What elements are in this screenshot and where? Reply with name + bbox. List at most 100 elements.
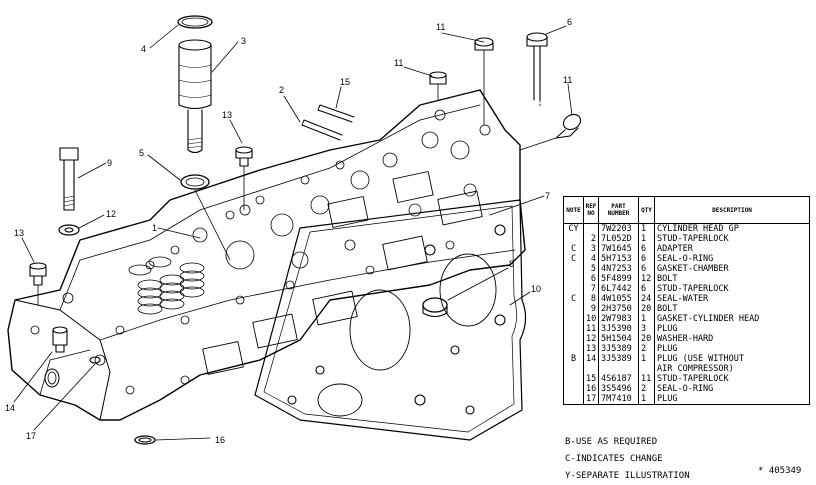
header-part-number: PART NUMBER	[598, 196, 639, 224]
callout-13b: 13	[14, 228, 24, 238]
cell-qty: 20	[638, 334, 655, 344]
cell-desc: BOLT	[654, 274, 810, 284]
cell-qty: 6	[638, 284, 655, 294]
cell-ref: 9	[583, 304, 599, 314]
cell-part: 4S6187	[598, 374, 639, 384]
callout-14: 14	[5, 403, 15, 413]
cell-qty: 2	[638, 344, 655, 354]
callout-9: 9	[107, 158, 112, 168]
cell-part: 3J5389	[598, 344, 639, 354]
cell-desc: GASKET-CHAMBER	[654, 264, 810, 274]
cell-qty: 1	[638, 354, 655, 364]
cell-qty: 20	[638, 304, 655, 314]
cell-ref: 8	[583, 294, 599, 304]
callout-15: 15	[340, 77, 350, 87]
cell-ref: 10	[583, 314, 599, 324]
cell-qty: 1	[638, 234, 655, 244]
cell-part: 3J5390	[598, 324, 639, 334]
note-y: Y-SEPARATE ILLUSTRATION	[565, 471, 690, 481]
cell-desc: SEAL-O-RING	[654, 254, 810, 264]
callout-4: 4	[141, 44, 146, 54]
cell-part: 7M7410	[598, 394, 639, 405]
cell-ref: 5	[583, 264, 599, 274]
cell-part: 6L7442	[598, 284, 639, 294]
cell-desc: STUD-TAPERLOCK	[654, 234, 810, 244]
cell-desc: ADAPTER	[654, 244, 810, 254]
table-header-row: NOTE REF NO PART NUMBER QTY DESCRIPTION	[563, 196, 810, 224]
callout-6: 6	[567, 17, 572, 27]
cell-note: CY	[563, 223, 584, 234]
illustration-id: * 405349	[758, 466, 802, 476]
cell-qty: 1	[638, 314, 655, 324]
cell-qty: 6	[638, 254, 655, 264]
header-note: NOTE	[563, 196, 584, 224]
callout-11a: 11	[436, 22, 445, 32]
cell-qty: 6	[638, 244, 655, 254]
parts-list-table: NOTE REF NO PART NUMBER QTY DESCRIPTION …	[563, 196, 810, 405]
leader-lines	[13, 24, 573, 441]
cell-ref: 4	[583, 254, 599, 264]
cell-note	[563, 314, 584, 324]
cell-ref: 12	[583, 334, 599, 344]
cell-qty: 2	[638, 384, 655, 394]
callout-13a: 13	[222, 110, 232, 120]
cell-desc: AIR COMPRESSOR)	[654, 364, 810, 374]
cell-qty: 24	[638, 294, 655, 304]
callout-5: 5	[139, 148, 144, 158]
cell-qty: 12	[638, 274, 655, 284]
cell-part: 4W1055	[598, 294, 639, 304]
cell-part: 5H7153	[598, 254, 639, 264]
legend-notes: B-USE AS REQUIRED C-INDICATES CHANGE Y-S…	[565, 434, 690, 485]
cell-qty: 1	[638, 394, 655, 405]
cell-note: C	[563, 294, 584, 304]
cell-desc: STUD-TAPERLOCK	[654, 284, 810, 294]
cell-qty: 11	[638, 374, 655, 384]
cell-note	[563, 284, 584, 294]
cell-note	[563, 264, 584, 274]
header-qty: QTY	[638, 196, 655, 224]
cell-note: C	[563, 244, 584, 254]
cell-desc: PLUG (USE WITHOUT	[654, 354, 810, 364]
cell-note	[563, 304, 584, 314]
cell-ref: 16	[583, 384, 599, 394]
callout-11b: 11	[394, 58, 403, 68]
cell-note	[563, 234, 584, 244]
cell-ref: 7	[583, 284, 599, 294]
cell-desc: CYLINDER HEAD GP	[654, 223, 810, 234]
cell-note	[563, 394, 584, 405]
callout-16: 16	[215, 435, 225, 445]
cell-desc: GASKET-CYLINDER HEAD	[654, 314, 810, 324]
cell-note	[563, 334, 584, 344]
cell-desc: PLUG	[654, 344, 810, 354]
cell-note: C	[563, 254, 584, 264]
callout-12: 12	[106, 209, 116, 219]
cylinder-head-drawing	[7, 89, 526, 421]
cell-part: 5H1504	[598, 334, 639, 344]
callout-2: 2	[279, 85, 284, 95]
loose-parts-drawing	[29, 15, 582, 445]
callout-3: 3	[241, 36, 246, 46]
cell-ref: 3	[583, 244, 599, 254]
table-row: AIR COMPRESSOR)	[563, 364, 810, 374]
cell-part: 7W2203	[598, 223, 639, 234]
cell-desc: WASHER-HARD	[654, 334, 810, 344]
cell-part: 7L052D	[598, 234, 639, 244]
cell-note	[563, 324, 584, 334]
cell-ref	[583, 223, 599, 234]
cell-part: 7W1645	[598, 244, 639, 254]
cell-ref: 14	[583, 354, 599, 364]
cell-ref: 17	[583, 394, 599, 405]
cell-desc: PLUG	[654, 394, 810, 405]
callout-1: 1	[152, 223, 157, 233]
cell-qty	[638, 364, 655, 374]
